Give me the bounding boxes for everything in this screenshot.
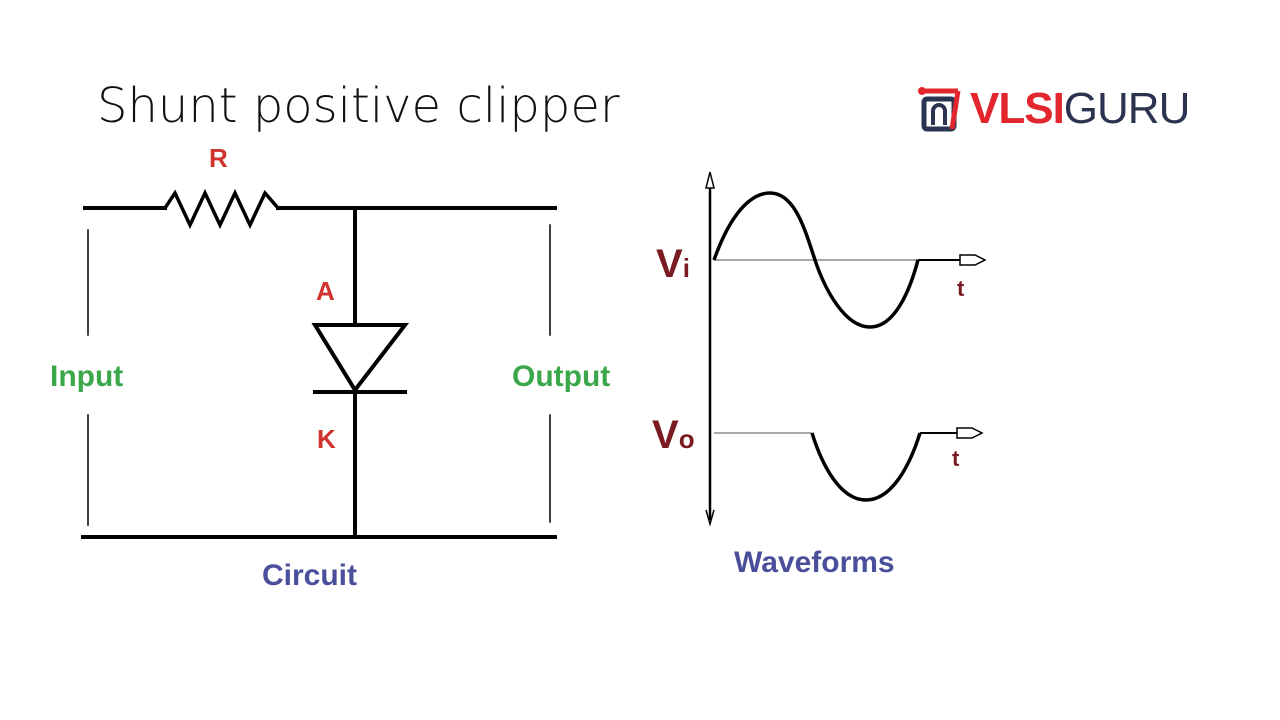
vi-sine-wave bbox=[712, 191, 920, 329]
waveform-plot bbox=[705, 171, 987, 527]
vo-label-main: V bbox=[652, 413, 679, 457]
circuit-caption: Circuit bbox=[262, 559, 357, 592]
vi-label-sub: i bbox=[683, 253, 690, 283]
vi-arrow bbox=[959, 254, 987, 266]
vo-label: Vo bbox=[652, 413, 695, 457]
vo-arrow bbox=[956, 427, 984, 439]
resistor-label: R bbox=[209, 143, 228, 173]
resistor bbox=[162, 188, 281, 230]
vo-label-sub: o bbox=[679, 424, 695, 454]
vi-label: Vi bbox=[656, 242, 690, 286]
slide-title: Shunt positive clipper bbox=[97, 78, 620, 134]
logo-icon bbox=[918, 87, 961, 132]
circuit-diagram bbox=[81, 188, 557, 539]
vi-label-main: V bbox=[656, 242, 683, 286]
cathode-label: K bbox=[317, 424, 336, 454]
logo-text-vlsi: VLSI bbox=[970, 84, 1065, 133]
axis-arrow-bottom bbox=[705, 509, 715, 527]
time-label-vo: t bbox=[952, 446, 960, 471]
output-label: Output bbox=[512, 360, 610, 393]
vo-clipped-wave bbox=[810, 432, 922, 502]
axis-arrow-top bbox=[705, 171, 715, 189]
waveforms-caption: Waveforms bbox=[734, 546, 895, 579]
logo-text-guru: GURU bbox=[1063, 84, 1191, 133]
anode-label: A bbox=[316, 276, 335, 306]
time-label-vi: t bbox=[957, 276, 965, 301]
input-label: Input bbox=[50, 360, 123, 393]
diode-triangle bbox=[311, 323, 410, 394]
